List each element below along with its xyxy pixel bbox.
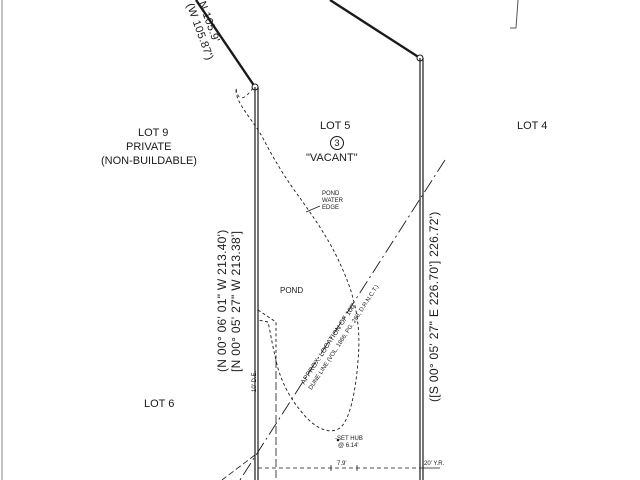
set-hub-note: -SET HUB @ 6.14' [335, 436, 363, 450]
boundary-northeast [329, 0, 421, 60]
lot5-tag: 3 [330, 134, 344, 150]
west-bearing-1: (N 00° 06' 01" W 213.40') [215, 229, 229, 372]
lot5-label: LOT 5 [320, 120, 351, 132]
dashed-boundary-upper [235, 87, 254, 99]
easement-label: 10' D.E. [252, 370, 258, 392]
dune-line [239, 159, 446, 480]
dashed-diagonal-lower [221, 454, 256, 480]
lot9-private: PRIVATE [126, 141, 172, 153]
pond-edge-line1: POND [322, 191, 340, 197]
corner-mark [515, 0, 519, 29]
east-bearing: ([S 00° 05' 27" E 226.70'] 226.72') [427, 211, 441, 402]
boundary-northwest [195, 0, 256, 88]
pond-edge-note: POND WATER EDGE [322, 191, 343, 212]
lot9-label: LOT 9 [138, 127, 169, 139]
yard-label: 20' Y.R. [424, 461, 445, 467]
pond-label: POND [280, 286, 304, 295]
lot4-label: LOT 4 [517, 120, 548, 132]
lot5-tag-circle: 3 [330, 136, 344, 150]
west-bearing-2: [N 00° 05' 27" W 213.38'] [229, 230, 243, 372]
set-hub-line2: @ 6.14' [338, 442, 359, 449]
dim-79-label: 7.9' [337, 461, 347, 467]
lot6-label: LOT 6 [144, 398, 175, 410]
pond-edge-leader [305, 205, 321, 213]
pond-jog [257, 309, 277, 362]
lot9-nonbuildable: (NON-BUILDABLE) [101, 155, 197, 167]
pond-water-edge [235, 89, 360, 432]
pond-edge-line2: WATER [322, 197, 343, 204]
lot5-status: "VACANT" [306, 152, 358, 164]
pond-edge-line3: EDGE [322, 204, 340, 211]
set-hub-line1: -SET HUB [335, 436, 363, 442]
set-hub-point [336, 438, 340, 442]
